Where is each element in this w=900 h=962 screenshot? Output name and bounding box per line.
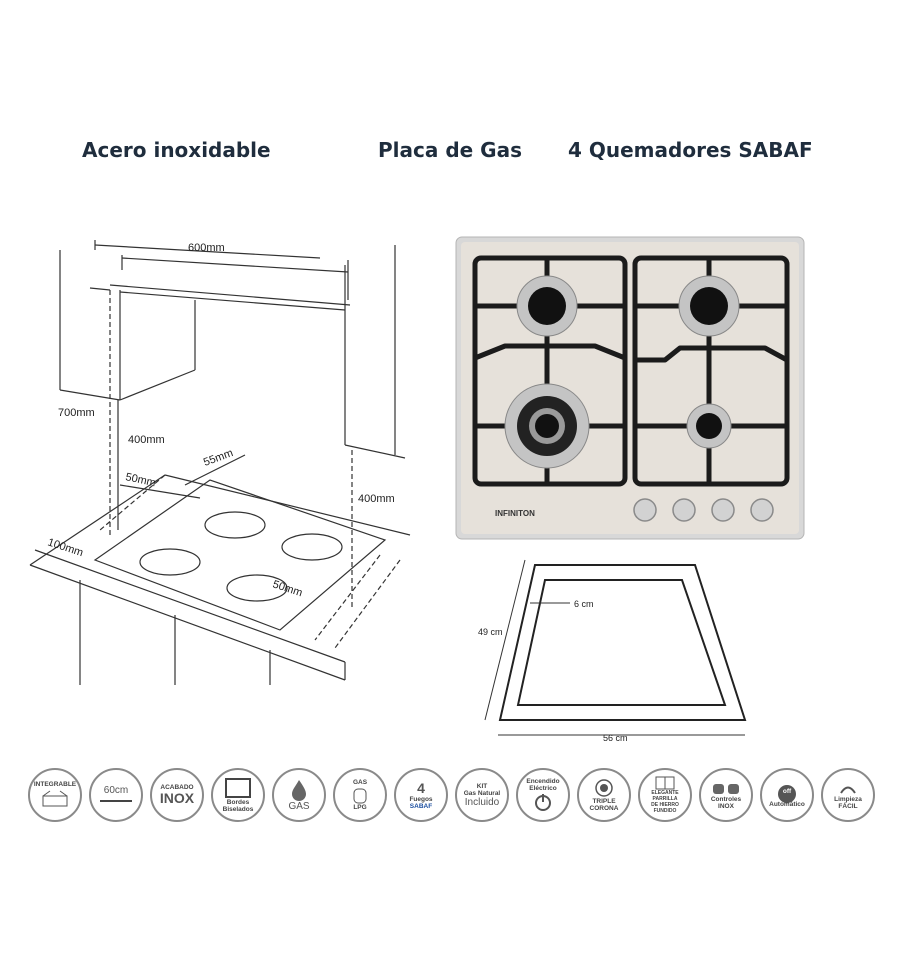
dim-height: 700mm bbox=[58, 407, 95, 419]
knob-1[interactable] bbox=[633, 498, 657, 522]
title-type: Placa de Gas bbox=[378, 138, 522, 162]
integrable-icon: INTEGRABLE bbox=[28, 768, 82, 822]
cutout-diagram: 49 cm 56 cm 6 cm bbox=[478, 559, 747, 743]
burner-front-right bbox=[686, 403, 732, 449]
burner-triple-crown bbox=[504, 383, 590, 469]
sealed-burners-icon: Bordes Biselados bbox=[211, 768, 265, 822]
burner-rear-right bbox=[678, 275, 740, 337]
cutout-width: 56 cm bbox=[603, 733, 628, 743]
feature-badges: INTEGRABLE 60cm ACABADO INOX Bordes Bise… bbox=[25, 768, 885, 830]
gas-flame-icon: GAS bbox=[272, 768, 326, 822]
lpg-bottle-icon: GAS LPG bbox=[333, 768, 387, 822]
electric-ignition-icon: Encendido Eléctrico bbox=[516, 768, 570, 822]
dim-right-gap: 400mm bbox=[358, 493, 395, 505]
title-burners: 4 Quemadores SABAF bbox=[568, 138, 813, 162]
cast-iron-grate-icon: ELEGANTE PARRILLA DE HIERRO FUNDIDO bbox=[638, 768, 692, 822]
four-burners-icon: 4 Fuegos SABAF bbox=[394, 768, 448, 822]
inox-finish-icon: ACABADO INOX bbox=[150, 768, 204, 822]
knob-3[interactable] bbox=[711, 498, 735, 522]
dim-corner-gap: 50mm bbox=[271, 578, 304, 599]
brand-logo: INFINITON bbox=[495, 509, 535, 518]
gas-hob-product: INFINITON bbox=[455, 236, 805, 540]
dim-width: 600mm bbox=[188, 242, 225, 254]
dim-cabinet-gap: 400mm bbox=[128, 434, 165, 446]
dim-side-gap: 55mm bbox=[202, 447, 235, 469]
cutout-margin: 6 cm bbox=[574, 599, 594, 609]
title-material: Acero inoxidable bbox=[82, 138, 271, 162]
triple-crown-icon: TRIPLE CORONA bbox=[577, 768, 631, 822]
width-60cm-icon: 60cm bbox=[89, 768, 143, 822]
installation-diagram: 600mm 700mm 400mm 400mm 55mm 50mm 100mm … bbox=[29, 240, 411, 685]
knob-2[interactable] bbox=[672, 498, 696, 522]
burner-rear-left bbox=[516, 275, 578, 337]
auto-off-icon: off Automático bbox=[760, 768, 814, 822]
natural-gas-kit-icon: KIT Gas Natural Incluido bbox=[455, 768, 509, 822]
easy-clean-icon: Limpieza FÁCIL bbox=[821, 768, 875, 822]
title-row: Acero inoxidable Placa de Gas 4 Quemador… bbox=[0, 138, 900, 168]
cutout-depth: 49 cm bbox=[478, 627, 503, 637]
inox-controls-icon: Controles INOX bbox=[699, 768, 753, 822]
knob-4[interactable] bbox=[750, 498, 774, 522]
